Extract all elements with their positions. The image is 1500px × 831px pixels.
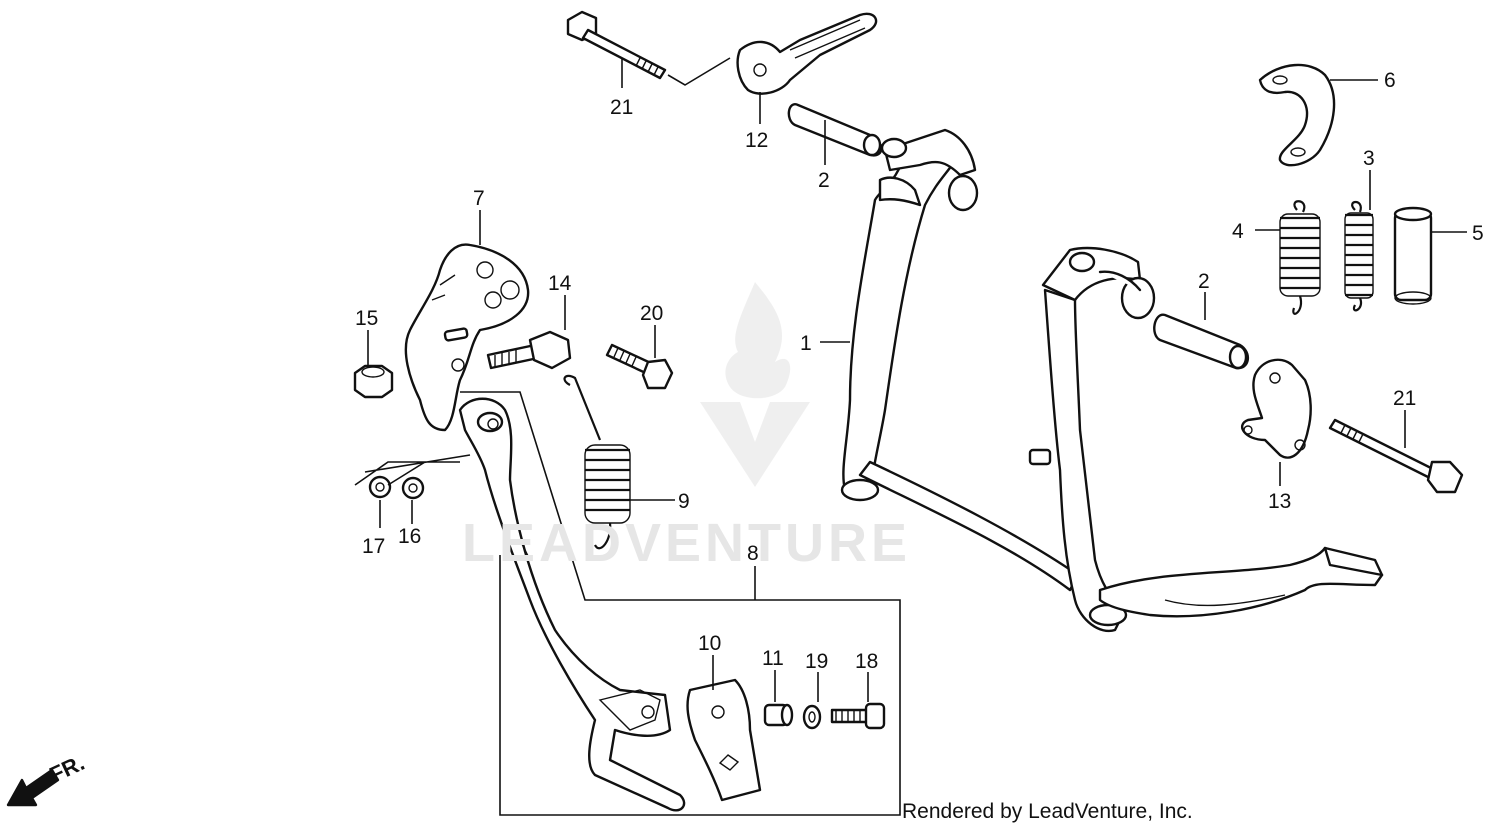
front-direction-indicator: FR.: [6, 750, 88, 807]
washer-17[interactable]: [368, 475, 392, 499]
washer-19[interactable]: [802, 704, 822, 730]
callout-19: 19: [805, 650, 828, 673]
callout-11: 11: [762, 647, 784, 670]
nut-15[interactable]: [353, 364, 394, 399]
washer-16[interactable]: [401, 476, 425, 500]
bracket-13[interactable]: [1241, 358, 1312, 459]
render-credit: Rendered by LeadVenture, Inc.: [902, 800, 1193, 823]
callout-4: 4: [1232, 220, 1244, 243]
main-stand[interactable]: [840, 128, 1384, 633]
callout-15: 15: [355, 307, 378, 330]
callout-21-lower: 21: [1393, 387, 1416, 410]
collar-5[interactable]: [1393, 206, 1433, 305]
sleeve-upper[interactable]: [787, 103, 883, 157]
bolt-21-lower[interactable]: [1328, 418, 1464, 494]
leadventure-watermark-logo-icon: [700, 282, 810, 487]
callout-5: 5: [1472, 222, 1484, 245]
leader-lines: [354, 57, 1467, 816]
spring-hook-6[interactable]: [1258, 63, 1336, 167]
bracket-12[interactable]: [736, 12, 878, 95]
callout-21-upper: 21: [610, 96, 633, 119]
sleeve-lower[interactable]: [1153, 313, 1249, 370]
callout-2-upper: 2: [818, 169, 830, 192]
spring-9[interactable]: [563, 374, 631, 550]
callout-7: 7: [473, 187, 485, 210]
bolt-14[interactable]: [486, 330, 572, 370]
callout-2-lower: 2: [1198, 270, 1210, 293]
collar-11[interactable]: [763, 703, 794, 727]
callout-3: 3: [1363, 147, 1375, 170]
watermark-text: LEADVENTURE: [462, 513, 912, 573]
callout-12: 12: [745, 129, 768, 152]
side-stand-8[interactable]: [458, 397, 686, 812]
callout-6: 6: [1384, 69, 1396, 92]
spring-4[interactable]: [1279, 200, 1321, 315]
rubber-pad-10[interactable]: [686, 678, 762, 802]
callout-20: 20: [640, 302, 663, 325]
callout-1: 1: [800, 332, 812, 355]
callout-18: 18: [855, 650, 878, 673]
callout-9: 9: [678, 490, 690, 513]
bolt-21-upper[interactable]: [566, 10, 667, 80]
callout-16: 16: [398, 525, 421, 548]
bolt-20[interactable]: [605, 343, 674, 390]
callout-14: 14: [548, 272, 572, 295]
spring-3[interactable]: [1344, 200, 1374, 312]
callout-17: 17: [362, 535, 385, 558]
bracket-7[interactable]: [404, 243, 530, 432]
front-arrow-icon: [6, 768, 60, 807]
callout-8: 8: [747, 542, 759, 565]
bolt-18[interactable]: [830, 702, 886, 730]
callout-13: 13: [1268, 490, 1291, 513]
callout-labels: 21 12 2 6 3 4 5 7 2 14 20 15 1 21 9 13 1…: [355, 69, 1484, 673]
callout-10: 10: [698, 632, 721, 655]
